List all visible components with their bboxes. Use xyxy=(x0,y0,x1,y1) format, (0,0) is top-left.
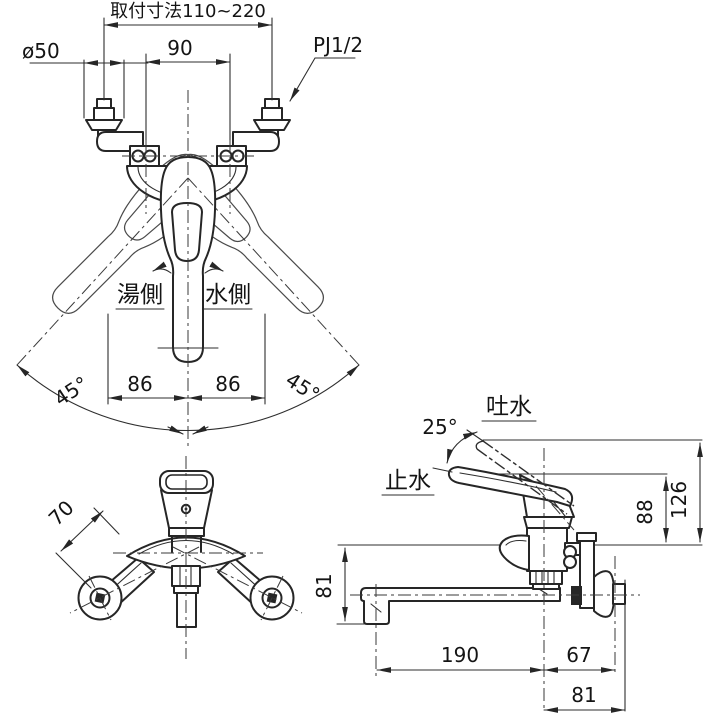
front-centerlines xyxy=(16,90,360,446)
label-thread-size: PJ1/2 xyxy=(313,33,363,57)
dim-body-pitch: 90 xyxy=(167,36,192,60)
label-discharge: 吐水 xyxy=(486,394,532,420)
dim-spout-reach: 190 xyxy=(441,643,479,667)
dim-swing-left: 45° xyxy=(50,371,93,410)
dim-lever-angle: 25° xyxy=(422,415,457,439)
label-cold-side: 水側 xyxy=(205,282,251,308)
front-view: 取付寸法110~220 90 ø50 PJ1/2 86 86 45° 45° xyxy=(16,1,363,446)
dim-height-down: 88 xyxy=(633,499,657,524)
label-hot-side: 湯側 xyxy=(117,282,163,308)
side-leg xyxy=(563,532,626,618)
dim-mounting-pitch: 取付寸法110~220 xyxy=(110,1,266,22)
top-view: 70 xyxy=(44,456,303,659)
dim-center-to-wall: 81 xyxy=(571,683,596,707)
dim-reach-right: 86 xyxy=(215,372,240,396)
dim-center-to-flange: 67 xyxy=(566,643,591,667)
top-centerlines xyxy=(69,456,303,659)
side-body xyxy=(526,527,568,572)
label-shutoff: 止水 xyxy=(385,468,431,494)
dim-leg-length: 70 xyxy=(44,495,79,530)
swivel-nut xyxy=(529,570,563,590)
top-dimensions: 70 xyxy=(44,495,120,589)
dim-spout-drop: 81 xyxy=(312,573,336,598)
dim-flange-diameter: ø50 xyxy=(22,39,60,63)
side-lever xyxy=(447,466,575,529)
dim-swing-right: 45° xyxy=(281,367,324,406)
dim-reach-left: 86 xyxy=(127,372,152,396)
front-dimensions: 取付寸法110~220 90 ø50 PJ1/2 86 86 45° 45° xyxy=(16,1,363,435)
dim-height-up: 126 xyxy=(667,481,691,519)
side-dimensions: 25° 吐水 止水 126 88 81 190 67 81 xyxy=(312,394,703,713)
spout-tube xyxy=(360,587,561,625)
side-view: 25° 吐水 止水 126 88 81 190 67 81 xyxy=(312,394,703,713)
